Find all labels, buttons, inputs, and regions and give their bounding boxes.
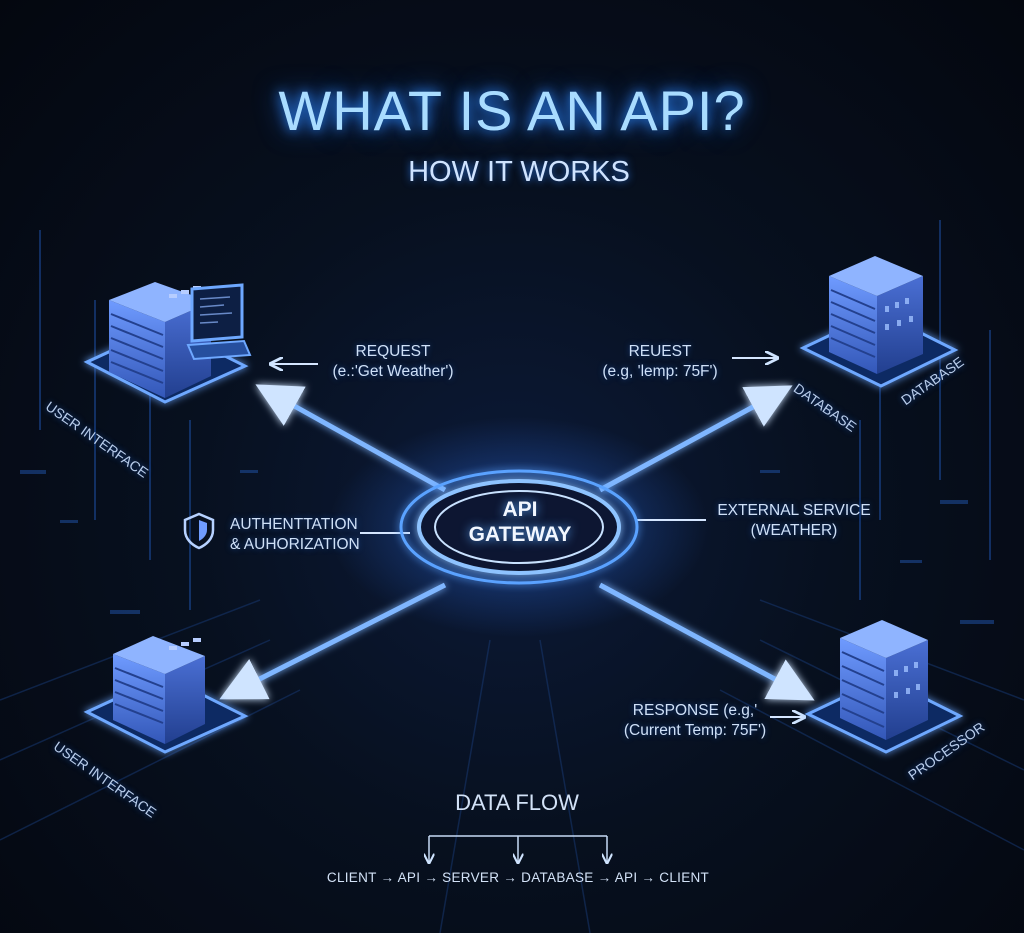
api-gateway-label: API GATEWAY (440, 497, 600, 547)
request-right-example: (e.g, 'lemp: 75F') (602, 363, 718, 380)
request-left-label: REQUEST (e.:'Get Weather') (318, 342, 468, 382)
label-arrows (272, 358, 803, 717)
auth-subtitle: & AUHORIZATION (230, 536, 360, 553)
shield-icon (183, 512, 215, 550)
server-building-icon-bottom-left (83, 636, 249, 754)
data-flow-sequence: CLIENT → API → SERVER → DATABASE → API →… (326, 870, 710, 885)
external-service-subtitle: (WEATHER) (750, 522, 838, 539)
external-service-title: EXTERNAL SERVICE (717, 502, 871, 519)
response-label: RESPONSE (e.g,' (Current Temp: 75F') (622, 701, 768, 741)
connection-arrows (219, 384, 815, 701)
request-right-label: REUEST (e.g, 'lemp: 75F') (588, 342, 732, 382)
data-flow-bracket (429, 835, 607, 862)
database-building-icon (799, 256, 959, 388)
arrow-to-bottom-left (219, 582, 447, 700)
auth-label: AUTHENTTATION & AUHORIZATION (230, 515, 360, 555)
page-title: WHAT IS AN API? (278, 79, 746, 142)
request-right-title: REUEST (628, 343, 692, 360)
arrow-to-bottom-right (598, 582, 815, 701)
processor-building-icon (804, 620, 964, 754)
external-service-label: EXTERNAL SERVICE (WEATHER) (712, 501, 876, 541)
data-flow-title: DATA FLOW (455, 790, 579, 815)
response-title: RESPONSE (e.g,' (632, 702, 758, 719)
gateway-line-1: API (502, 498, 538, 521)
api-gateway-rings (399, 469, 639, 585)
auth-title: AUTHENTTATION (230, 516, 358, 533)
arrow-to-top-left (255, 384, 447, 493)
arrow-to-top-right (598, 385, 793, 493)
page-subtitle: HOW IT WORKS (408, 156, 630, 188)
request-left-title: REQUEST (355, 343, 431, 360)
laptop-icon (186, 283, 252, 361)
gateway-line-2: GATEWAY (468, 523, 572, 546)
response-example: (Current Temp: 75F') (623, 722, 767, 739)
request-left-example: (e.:'Get Weather') (332, 363, 454, 380)
